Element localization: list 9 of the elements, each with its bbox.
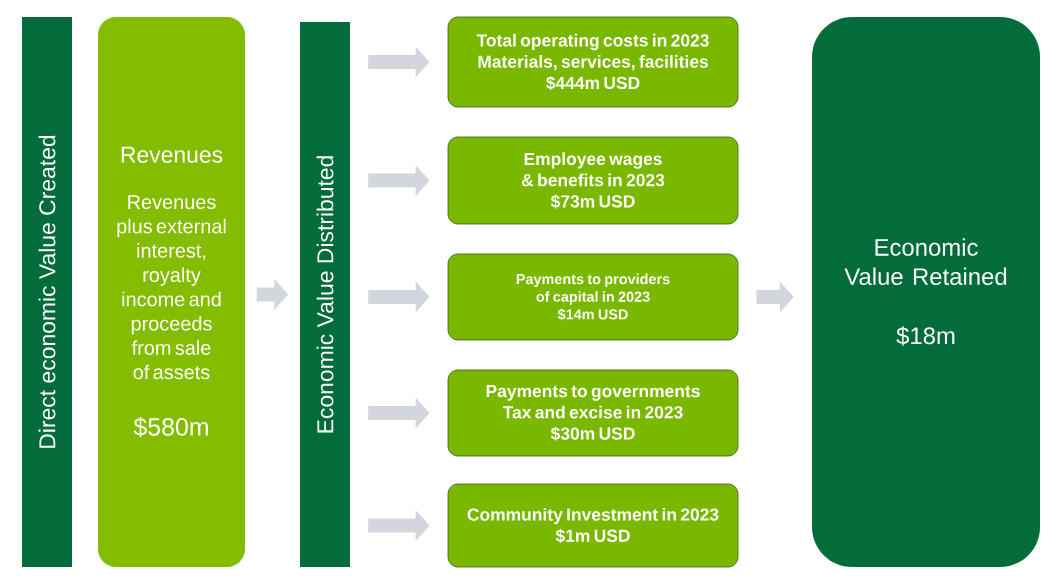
process-box: Payments to governments Tax and excise in 2023 $30m USD: [447, 369, 739, 457]
process-box: Total operating costs in 2023 Materials, services, facilities $444m USD: [447, 16, 739, 108]
vertical-band: Direct economic Value Created: [22, 17, 72, 567]
process-box: Employee wages & benefits in 2023 $73m USD: [447, 136, 739, 225]
vertical-band: Economic Value Distributed: [300, 22, 350, 567]
process-box: Payments to providers of capital in 2023 $14m USD: [447, 253, 739, 341]
process-box: Community Investment in 2023 $1m USD: [447, 483, 739, 568]
rounded-box: Economic Value Retained $18m: [812, 17, 1040, 567]
rounded-box: Revenues Revenues plus external interest, royalty income and proceeds from sale of assets $580m: [98, 17, 245, 567]
